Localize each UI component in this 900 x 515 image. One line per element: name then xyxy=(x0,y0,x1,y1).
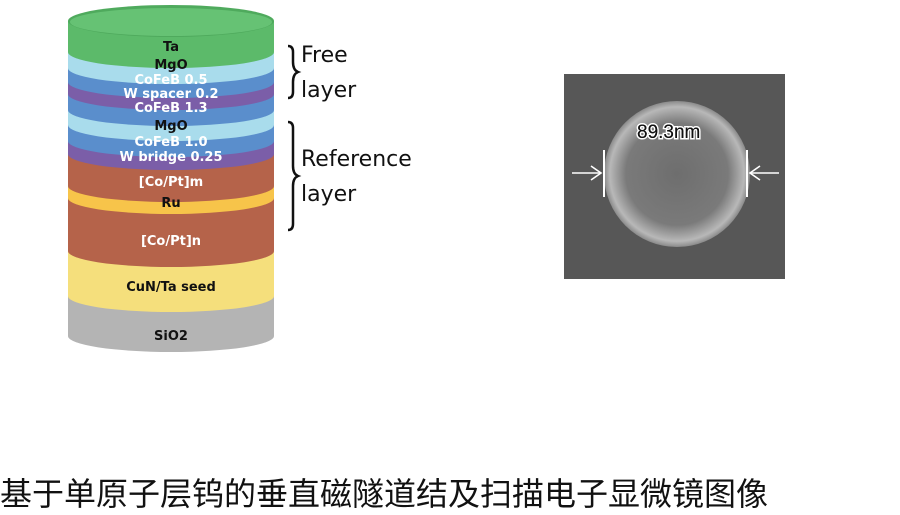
stack-layer-label: W spacer 0.2 xyxy=(123,87,218,102)
stack-layer-label: Ta xyxy=(163,40,179,55)
stack-top-cap-highlight xyxy=(70,8,272,36)
reference-layer-bracket xyxy=(287,120,302,232)
stack-layer-label: MgO xyxy=(154,58,187,73)
stack-layer-label: MgO xyxy=(154,119,187,134)
diameter-measurement-halo: 89.3nm xyxy=(637,122,700,143)
stack-layer-label: CoFeB 1.3 xyxy=(134,101,207,116)
stack-layer-label: CoFeB 0.5 xyxy=(134,73,207,88)
stack-layer-label: [Co/Pt]m xyxy=(139,175,203,190)
free-layer-label-line2: layer xyxy=(301,78,357,103)
free-layer-label-line1: Free xyxy=(301,43,348,68)
stack-layer-label: W bridge 0.25 xyxy=(119,150,222,165)
stack-layer-label: [Co/Pt]n xyxy=(141,234,201,249)
stack-layer-label: Ru xyxy=(161,196,180,211)
stack-layer xyxy=(68,198,274,267)
mtj-pillar xyxy=(604,101,750,247)
stack-layer-label: SiO2 xyxy=(154,329,188,344)
figure-caption: 基于单原子层钨的垂直磁隧道结及扫描电子显微镜图像 xyxy=(0,475,769,513)
stack-layer-label: CuN/Ta seed xyxy=(126,280,216,295)
sem-image: 89.3nm 89.3nm xyxy=(564,74,785,279)
left-arrow-icon xyxy=(572,165,603,181)
reference-layer-label-line2: layer xyxy=(301,182,357,207)
diameter-measurement: 89.3nm xyxy=(637,122,700,143)
free-layer-bracket xyxy=(287,44,302,100)
right-arrow-icon xyxy=(748,165,779,181)
stack-layer-label: CoFeB 1.0 xyxy=(134,135,207,150)
reference-layer-label-line1: Reference xyxy=(301,147,412,172)
stack-layer xyxy=(68,296,274,352)
stack-layer xyxy=(68,251,274,312)
